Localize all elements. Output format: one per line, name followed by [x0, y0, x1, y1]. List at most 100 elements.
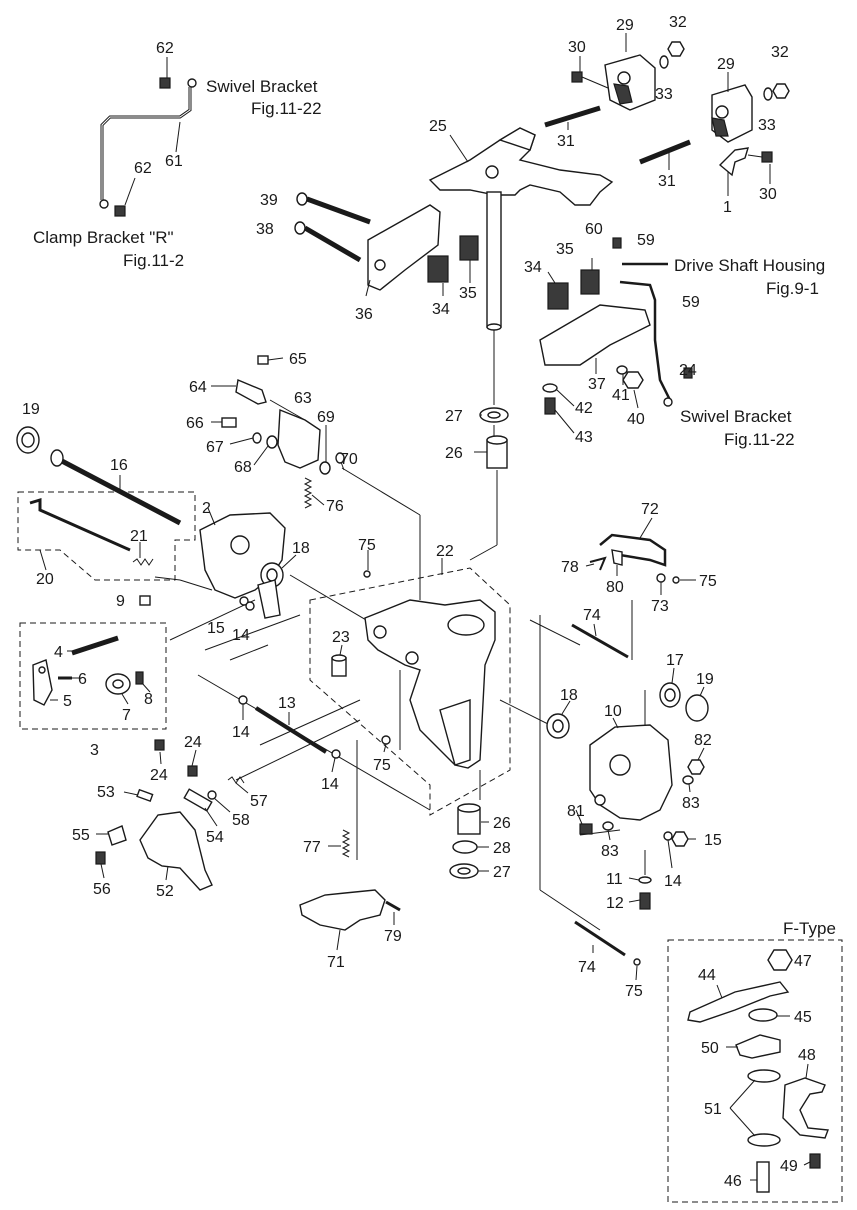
label-36: 36	[355, 306, 373, 323]
swivel-housing-22	[364, 599, 496, 769]
label-52: 52	[156, 883, 174, 900]
group-box-ftype	[667, 939, 843, 1203]
label-72: 72	[641, 501, 659, 518]
label-20: 20	[36, 571, 54, 588]
ref-swivel-top-fig: Fig.11-22	[251, 99, 322, 118]
label-leaders	[39, 33, 811, 1181]
plate-9	[139, 595, 151, 606]
ref-ftype-title: F-Type	[783, 919, 836, 938]
label-9: 9	[116, 593, 125, 610]
label-16: 16	[110, 457, 128, 474]
label-7: 7	[122, 707, 131, 724]
washer-75-a	[363, 570, 371, 578]
label-37: 37	[588, 376, 606, 393]
washer-83-left	[602, 821, 614, 831]
washer-83-right	[682, 775, 694, 785]
label-17: 17	[666, 652, 684, 669]
label-15a: 15	[207, 620, 225, 637]
label-25: 25	[429, 118, 447, 135]
ring-28	[452, 840, 478, 854]
bolt-24-b	[154, 739, 165, 751]
nut-15-right	[671, 831, 689, 847]
label-79: 79	[384, 928, 402, 945]
washer-14-c	[331, 749, 341, 759]
label-26b: 26	[493, 815, 511, 832]
label-4: 4	[54, 644, 63, 661]
label-28: 28	[493, 840, 511, 857]
label-3: 3	[90, 742, 99, 759]
shaft-16	[50, 449, 182, 526]
nut-32-left	[667, 41, 685, 57]
washer-51-top	[747, 1069, 781, 1083]
label-80: 80	[606, 579, 624, 596]
label-75c: 75	[699, 573, 717, 590]
ref-swivel-top-name: Swivel Bracket	[206, 77, 318, 96]
nut-19-left	[16, 426, 40, 454]
label-81: 81	[567, 803, 585, 820]
rod-74-bottom	[574, 920, 626, 957]
label-65: 65	[289, 351, 307, 368]
label-24a: 24	[679, 362, 697, 379]
bushing-26-top	[486, 435, 508, 469]
shaft-13	[254, 706, 328, 754]
label-1: 1	[723, 199, 732, 216]
stud-31-left	[544, 105, 601, 128]
stud-31-right	[639, 139, 691, 165]
plate-55	[107, 825, 127, 846]
washer-33-right	[763, 87, 773, 101]
bolt-62-top	[159, 77, 171, 89]
washer-70	[335, 452, 345, 464]
label-14d: 14	[664, 873, 682, 890]
washer-33-left	[659, 55, 669, 69]
label-60: 60	[585, 221, 603, 238]
label-33a: 33	[655, 86, 673, 103]
label-31a: 31	[557, 133, 575, 150]
label-61: 61	[165, 153, 183, 170]
label-14c: 14	[321, 776, 339, 793]
lever-63	[277, 408, 321, 469]
washer-75-c	[672, 576, 680, 584]
label-38: 38	[256, 221, 274, 238]
bracket-52	[139, 811, 213, 891]
label-48: 48	[798, 1047, 816, 1064]
label-51: 51	[704, 1101, 722, 1118]
pad-34-left	[427, 255, 449, 283]
pad-35-left	[459, 235, 479, 261]
pin-65	[257, 355, 269, 365]
label-39: 39	[260, 192, 278, 209]
spring-lever-72	[599, 533, 667, 567]
washer-58	[207, 790, 217, 800]
label-8: 8	[144, 691, 153, 708]
label-29a: 29	[616, 17, 634, 34]
nut-17	[659, 682, 681, 708]
label-69: 69	[317, 409, 335, 426]
label-24c: 24	[184, 734, 202, 751]
label-53: 53	[97, 784, 115, 801]
label-71: 71	[327, 954, 345, 971]
washer-68	[266, 435, 278, 449]
nut-47	[767, 949, 793, 971]
label-18b: 18	[560, 687, 578, 704]
lever-71	[299, 889, 386, 931]
label-58: 58	[232, 812, 250, 829]
lever-64	[235, 379, 267, 405]
label-77: 77	[303, 839, 321, 856]
label-83b: 83	[601, 843, 619, 860]
label-14a: 14	[232, 627, 250, 644]
bolt-56	[95, 851, 106, 865]
bolt-60	[612, 237, 622, 249]
label-55: 55	[72, 827, 90, 844]
group-box-20	[17, 491, 196, 581]
grip-36	[367, 204, 441, 291]
label-35a: 35	[459, 285, 477, 302]
nut-15-left	[239, 596, 249, 606]
label-26a: 26	[445, 445, 463, 462]
plate-5	[32, 659, 53, 706]
label-73: 73	[651, 598, 669, 615]
ref-swivel-right-name: Swivel Bracket	[680, 407, 792, 426]
cap-19-right	[685, 694, 709, 722]
label-66: 66	[186, 415, 204, 432]
pin-23	[331, 654, 347, 677]
washer-45	[748, 1008, 778, 1022]
